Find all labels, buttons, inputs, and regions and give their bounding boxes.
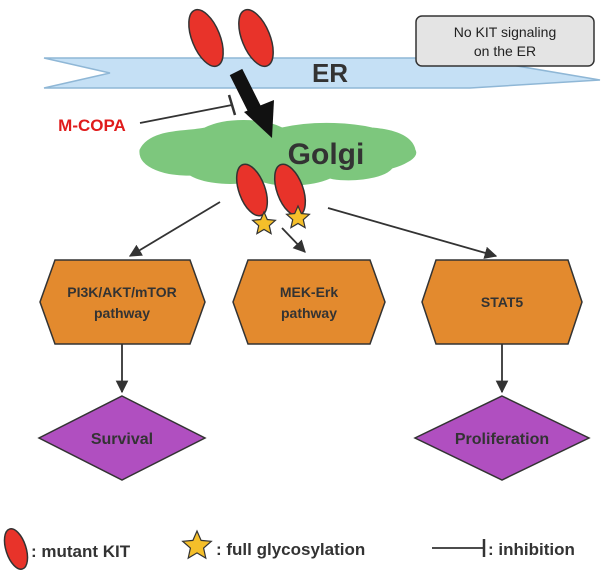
pathway-mek-line-2: pathway <box>281 305 337 321</box>
glycosylation-star-2 <box>285 204 311 229</box>
mutant-kit-golgi-1 <box>235 163 269 217</box>
mutant-kit-er-2 <box>238 8 274 68</box>
golgi-label: Golgi <box>288 138 365 171</box>
legend: : mutant KIT : full glycosylation : inhi… <box>3 528 575 570</box>
legend-inhibition-label: : inhibition <box>488 540 575 559</box>
inhibitor-label: M-COPA <box>58 116 126 135</box>
legend-mutant-kit-label: : mutant KIT <box>31 542 131 561</box>
note-box <box>415 15 595 67</box>
pathway-stat5 <box>421 259 583 345</box>
pathway-mek-line-1: MEK-Erk <box>280 284 339 300</box>
outcome-proliferation-label: Proliferation <box>455 431 549 448</box>
arrow-to-mek <box>281 227 306 253</box>
arrow-to-pi3k <box>128 201 221 257</box>
mutant-kit-er-1 <box>188 8 224 68</box>
inhibition-line <box>139 104 233 124</box>
inhibition-bar <box>227 94 237 116</box>
golgi-body <box>139 120 417 186</box>
note-line-1: No KIT signaling <box>454 24 556 40</box>
er-to-golgi-arrow-head <box>244 100 274 138</box>
pathway-stat5-label: STAT5 <box>481 294 523 310</box>
legend-mutant-kit-icon <box>3 528 29 570</box>
glycosylation-star-1 <box>251 210 277 235</box>
pathway-mek-erk <box>232 259 386 345</box>
legend-glycosylation-label: : full glycosylation <box>216 540 365 559</box>
pathway-pi3k <box>39 259 206 345</box>
outcome-survival <box>37 395 207 481</box>
outcome-survival-label: Survival <box>91 431 153 448</box>
pathway-pi3k-line-2: pathway <box>94 305 150 321</box>
outcome-proliferation <box>413 395 591 481</box>
note-line-2: on the ER <box>474 43 536 59</box>
pathway-pi3k-line-1: PI3K/AKT/mTOR <box>67 284 176 300</box>
er-label: ER <box>312 58 348 88</box>
arrow-to-stat5 <box>327 207 498 259</box>
legend-glycosylation-star-icon <box>181 529 213 560</box>
